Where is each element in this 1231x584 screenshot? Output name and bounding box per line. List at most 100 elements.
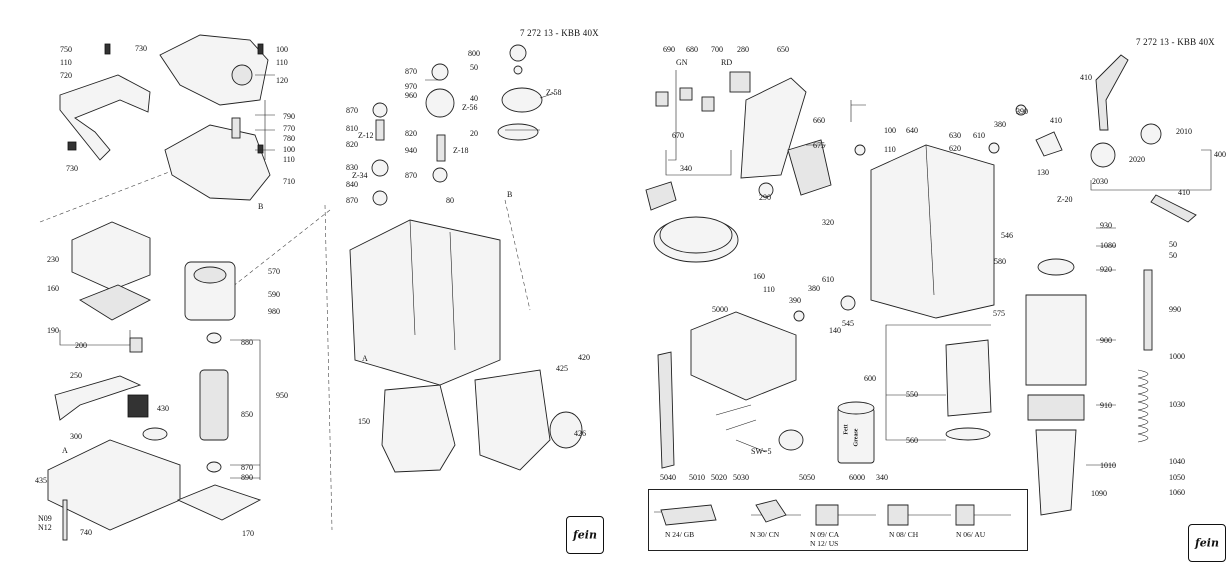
callout-950: 950 <box>276 391 288 400</box>
callout-690: 690 <box>663 45 675 54</box>
callout-2030: 2030 <box>1092 177 1108 186</box>
callout-960: 960 <box>405 91 417 100</box>
callout-870: 870 <box>405 67 417 76</box>
left-drawing <box>39 34 583 541</box>
callout-6000: 6000 <box>849 473 865 482</box>
callout-160: 160 <box>753 272 765 281</box>
marker-b: B <box>507 190 513 199</box>
callout-gn: GN <box>676 58 688 67</box>
callout-320: 320 <box>822 218 834 227</box>
callout-z58: Z-58 <box>546 88 562 97</box>
callout-810: 810 <box>346 124 358 133</box>
callout-610: 610 <box>973 131 985 140</box>
callout-50: 50 <box>1169 251 1177 260</box>
callout-100: 100 <box>276 45 288 54</box>
callout-410: 410 <box>1080 73 1092 82</box>
callout-870: 870 <box>241 463 253 472</box>
callout-110: 110 <box>884 145 896 154</box>
callout-40: 40 <box>470 94 478 103</box>
callout-20: 20 <box>470 129 478 138</box>
callout-5040: 5040 <box>660 473 676 482</box>
plug-caption-gb: N 24/ GB <box>665 530 695 539</box>
callout-380: 380 <box>808 284 820 293</box>
plug-variants-box <box>648 489 1028 551</box>
callout-1050: 1050 <box>1169 473 1185 482</box>
callout-n12: N12 <box>38 523 52 532</box>
document-code: 7 272 13 - KBB 40X <box>1136 37 1215 47</box>
marker-b: B <box>258 202 264 211</box>
callout-700: 700 <box>711 45 723 54</box>
callout-820: 820 <box>405 129 417 138</box>
callout-1010: 1010 <box>1100 461 1116 470</box>
callout-z56: Z-56 <box>462 103 478 112</box>
exploded-view-sheet-left: 7 272 13 - KBB 40X 750 110 720 730 100 1… <box>35 28 604 554</box>
callout-380: 380 <box>994 120 1006 129</box>
callout-200: 200 <box>75 341 87 350</box>
callout-100: 100 <box>283 145 295 154</box>
callout-250: 250 <box>70 371 82 380</box>
callout-820: 820 <box>346 140 358 149</box>
callout-140: 140 <box>829 326 841 335</box>
callout-2010: 2010 <box>1176 127 1192 136</box>
plug-caption-us: N 12/ US <box>810 539 839 548</box>
callout-425: 425 <box>556 364 568 373</box>
fein-logo-text: fein <box>573 528 597 542</box>
callout-190: 190 <box>47 326 59 335</box>
callout-110: 110 <box>763 285 775 294</box>
plug-drawings <box>654 499 1011 526</box>
callout-990: 990 <box>1169 305 1181 314</box>
callout-230: 230 <box>47 255 59 264</box>
marker-a: A <box>62 446 68 455</box>
callout-1080: 1080 <box>1100 241 1116 250</box>
callout-850: 850 <box>241 410 253 419</box>
callout-640: 640 <box>906 126 918 135</box>
callout-390: 390 <box>789 296 801 305</box>
callout-rd: RD <box>721 58 733 67</box>
callout-400: 400 <box>1214 150 1226 159</box>
callout-50: 50 <box>470 63 478 72</box>
exploded-view-sheet-right: N 24/ GB N 30/ CN N 09/ CA N 12/ US N 08… <box>616 0 1231 584</box>
callout-426: 426 <box>574 429 586 438</box>
callout-5010: 5010 <box>689 473 705 482</box>
callout-110: 110 <box>283 155 295 164</box>
callout-80: 80 <box>446 196 454 205</box>
callout-z12: Z-12 <box>358 131 374 140</box>
callout-110: 110 <box>60 58 72 67</box>
callout-740: 740 <box>80 528 92 537</box>
fein-logo-text: fein <box>1195 536 1219 550</box>
callout-sw5: SW=5 <box>751 447 772 456</box>
fein-logo: fein <box>566 516 604 554</box>
callout-980: 980 <box>268 307 280 316</box>
callout-870: 870 <box>346 196 358 205</box>
callout-770: 770 <box>283 124 295 133</box>
callout-280: 280 <box>737 45 749 54</box>
callout-620: 620 <box>949 144 961 153</box>
callout-870: 870 <box>405 171 417 180</box>
callout-50: 50 <box>1169 240 1177 249</box>
callout-590: 590 <box>268 290 280 299</box>
callout-610: 610 <box>822 275 834 284</box>
callout-880: 880 <box>241 338 253 347</box>
callout-1060: 1060 <box>1169 488 1185 497</box>
right-drawing <box>645 54 1212 516</box>
callout-2020: 2020 <box>1129 155 1145 164</box>
callout-675: 675 <box>813 141 825 150</box>
callout-940: 940 <box>405 146 417 155</box>
callout-n09: N09 <box>38 514 52 523</box>
plug-caption-ca: N 09/ CA <box>810 530 840 539</box>
callout-340: 340 <box>680 164 692 173</box>
callout-660: 660 <box>813 116 825 125</box>
fein-logo: fein <box>1188 524 1226 562</box>
callout-1090: 1090 <box>1091 489 1107 498</box>
grease-can-label-fett: Fett <box>843 424 850 435</box>
callout-170: 170 <box>242 529 254 538</box>
callout-720: 720 <box>60 71 72 80</box>
callout-570: 570 <box>268 267 280 276</box>
callout-680: 680 <box>686 45 698 54</box>
callout-120: 120 <box>276 76 288 85</box>
callout-5030: 5030 <box>733 473 749 482</box>
callout-300: 300 <box>70 432 82 441</box>
callout-550: 550 <box>906 390 918 399</box>
marker-a: A <box>362 354 368 363</box>
callout-560: 560 <box>906 436 918 445</box>
